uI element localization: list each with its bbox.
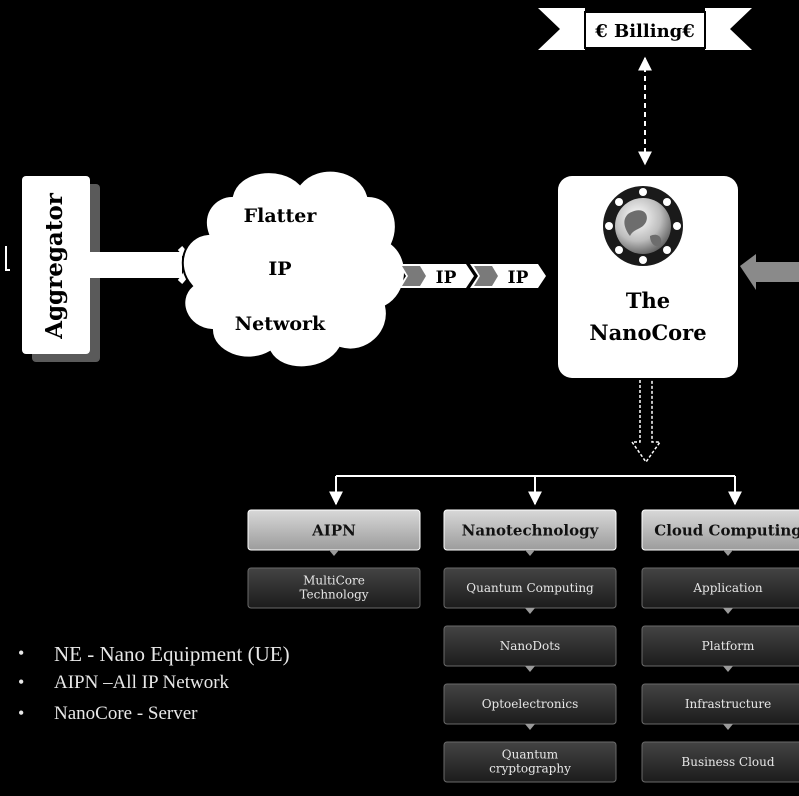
column-item-label: NanoDots: [500, 639, 560, 653]
billing-box: [584, 11, 706, 49]
nanocore-line-2: NanoCore: [589, 320, 706, 345]
globe-icon: [615, 198, 671, 254]
globe-node-dot: [615, 198, 623, 206]
globe-node-dot: [605, 222, 613, 230]
globe-node-dot: [673, 222, 681, 230]
column-header-label: Nanotechnology: [462, 521, 600, 539]
column-item-box: [443, 741, 617, 783]
left-edge-bracket: [5, 246, 10, 271]
column-item-label: Business Cloud: [681, 755, 774, 769]
cloud-line-1: Flatter: [244, 205, 318, 227]
tree-connectors: [329, 475, 742, 506]
legend-item: NanoCore - Server: [18, 704, 418, 723]
column-item-label: Infrastructure: [685, 697, 771, 711]
ip-label-1: IP: [436, 268, 457, 288]
column-item-label: Optoelectronics: [482, 697, 579, 711]
step-marker: [723, 724, 733, 730]
cloud-line-2: IP: [268, 258, 291, 280]
step-marker: [525, 550, 535, 556]
flatter-ip-network-cloud: Flatter IP Network: [181, 169, 406, 369]
step-marker: [525, 608, 535, 614]
legend-item: AIPN –All IP Network: [18, 673, 418, 692]
step-marker: [329, 550, 339, 556]
globe-node-dot: [663, 246, 671, 254]
aggregator-box: [22, 176, 90, 354]
nanocore-node: The NanoCore: [558, 176, 738, 378]
column-item-label: Application: [692, 581, 762, 595]
core-down-arrow: [630, 380, 662, 464]
step-marker: [525, 666, 535, 672]
ip-label-2: IP: [508, 268, 529, 288]
ip-chevron-2-mark: [474, 266, 498, 286]
billing-banner: € Billing€: [538, 8, 752, 50]
legend-item: NE - Nano Equipment (UE): [18, 644, 418, 665]
globe-node-dot: [639, 256, 647, 264]
column-header-label: Cloud Computing: [654, 521, 799, 539]
step-marker: [525, 724, 535, 730]
aggregator-label: Aggregator: [41, 192, 68, 340]
right-link-arrow: [740, 254, 799, 290]
banner-left-ribbon: [538, 8, 585, 50]
globe-node-dot: [615, 246, 623, 254]
legend-list: NE - Nano Equipment (UE) AIPN –All IP Ne…: [18, 644, 418, 724]
step-marker: [723, 608, 733, 614]
step-marker: [723, 666, 733, 672]
globe-node-dot: [639, 188, 647, 196]
column-cloud-computing: Cloud ComputingApplicationPlatformInfras…: [641, 509, 799, 783]
cloud-shape: [181, 169, 406, 369]
cloud-line-3: Network: [235, 313, 326, 335]
step-marker: [723, 550, 733, 556]
column-item-box: [641, 741, 799, 783]
billing-label: € Billing€: [594, 21, 695, 42]
globe-node-dot: [663, 198, 671, 206]
column-item-label: Quantum Computing: [466, 581, 594, 595]
aggregator-node: Aggregator: [5, 176, 100, 362]
nanocore-line-1: The: [626, 288, 670, 313]
banner-right-ribbon: [705, 8, 752, 50]
column-item-box: [247, 567, 421, 609]
ip-chevron-1-mark: [402, 266, 426, 286]
globe-land-icon: [624, 210, 647, 236]
column-item-label: Platform: [702, 639, 755, 653]
aggregator-cloud-link: [90, 252, 182, 278]
ip-chevrons: IP IP: [398, 264, 546, 288]
globe-land-icon: [650, 234, 662, 247]
nanocore-box: [558, 176, 738, 378]
column-header-label: AIPN: [311, 521, 356, 539]
